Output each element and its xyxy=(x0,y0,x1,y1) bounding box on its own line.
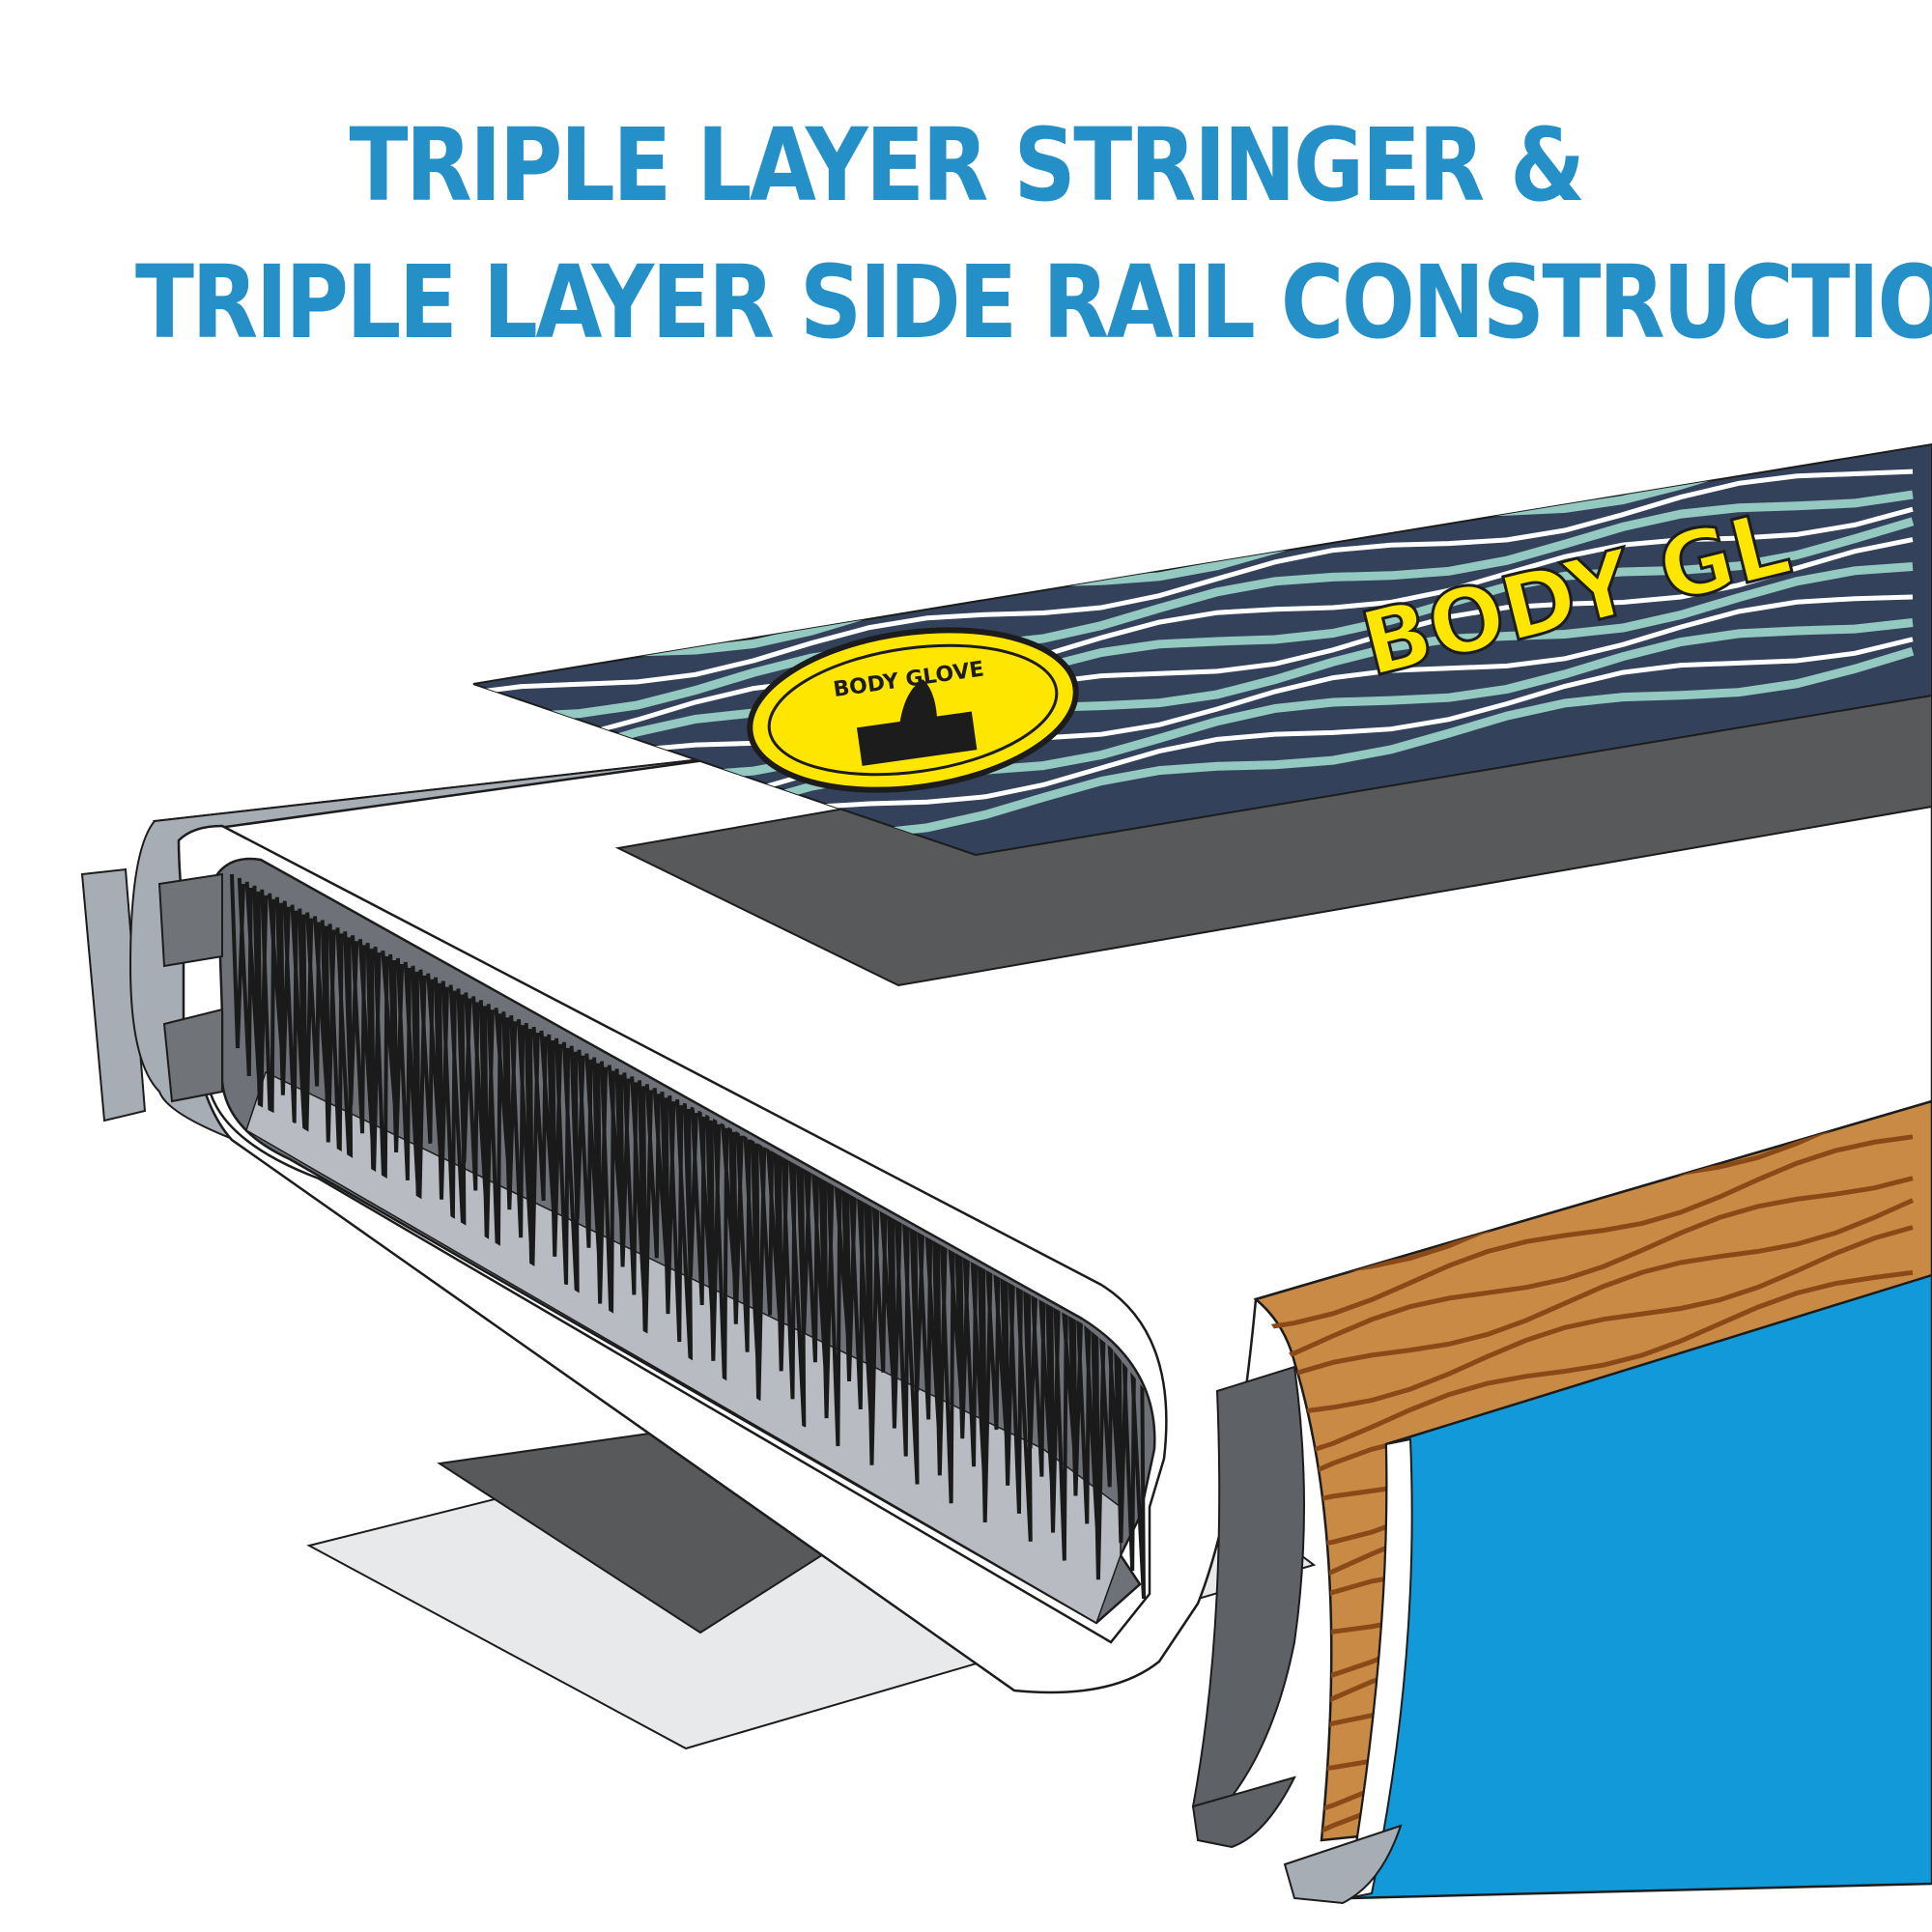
deck-pad-stripe xyxy=(473,469,1914,742)
deck-pad-stripe xyxy=(473,490,1914,763)
left-stringer-layer-1 xyxy=(157,872,223,968)
headline: TRIPLE LAYER STRINGER & TRIPLE LAYER SID… xyxy=(135,97,1932,371)
deck-pad-stripe xyxy=(473,506,1914,784)
wood-grain-line xyxy=(1256,1134,1914,1332)
left-stringer-layer-2 xyxy=(162,1008,223,1103)
blue-rail-curl xyxy=(1346,1437,1413,1900)
wood-grain-line xyxy=(1256,1225,1914,1421)
wood-grain-line xyxy=(1256,1269,1914,1467)
wood-grain-line xyxy=(1256,1176,1914,1371)
wood-grain-line xyxy=(1256,1198,1915,1392)
bottom-rail-sliver-1 xyxy=(1191,1776,1296,1849)
headline-line-2: TRIPLE LAYER SIDE RAIL CONSTRUCTION xyxy=(135,243,1932,361)
bottom-rail-sliver-2 xyxy=(1283,1824,1403,1905)
deck-pad-stripe xyxy=(473,646,1915,855)
side-rail-layer-1 xyxy=(1191,1365,1305,1808)
outer-rail-layer xyxy=(80,867,147,1122)
headline-line-1: TRIPLE LAYER STRINGER & xyxy=(349,106,1585,224)
deck-pad-stripe xyxy=(473,517,1915,806)
body-glove-logo: BODY GLOVE xyxy=(747,627,1079,793)
